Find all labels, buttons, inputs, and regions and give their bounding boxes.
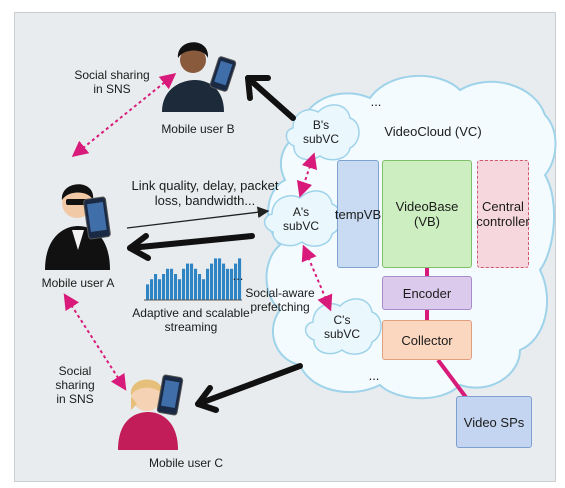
social-arrow-ab	[71, 72, 177, 158]
bandwidth-bar	[186, 263, 190, 300]
mobile-user-b-label: Mobile user B	[161, 122, 235, 136]
bandwidth-bar	[230, 268, 234, 300]
bandwidth-bar	[150, 279, 154, 300]
mobile-user-c-icon	[118, 374, 184, 450]
bandwidth-bar	[146, 284, 150, 300]
encoder-box: Encoder	[382, 276, 472, 310]
stream-arrow-b	[245, 75, 296, 121]
collector-box: Collector	[382, 320, 472, 360]
collector-videosps-link	[436, 358, 470, 402]
central-controller-box: Central controller	[476, 160, 530, 268]
video-sps-box: Video SPs	[456, 396, 532, 448]
videocloud-label: VideoCloud (VC)	[384, 124, 482, 139]
bandwidth-bar	[162, 274, 166, 300]
social-prefetching-label: Social-aware prefetching	[245, 286, 315, 314]
mobile-user-c-label: Mobile user C	[148, 456, 224, 470]
mobile-user-a-icon	[45, 184, 111, 270]
bandwidth-bar	[178, 279, 182, 300]
bandwidth-bar	[194, 268, 198, 300]
adaptive-streaming-label: Adaptive and scalable streaming	[132, 306, 250, 334]
ellipsis-bottom: ...	[368, 368, 380, 383]
bandwidth-bar	[154, 274, 158, 300]
bandwidth-bar	[226, 268, 230, 300]
prefetch-arrow-ba	[296, 152, 318, 198]
bandwidth-bar	[218, 258, 222, 300]
bandwidth-bar	[238, 258, 242, 300]
bandwidth-bar	[166, 268, 170, 300]
feedback-arrow	[126, 206, 270, 229]
bandwidth-bar	[234, 263, 238, 300]
bandwidth-bar	[182, 268, 186, 300]
b-subvc-cloud	[285, 104, 360, 161]
bandwidth-bar	[174, 274, 178, 300]
bandwidth-bar	[222, 263, 226, 300]
bandwidth-bar	[158, 279, 162, 300]
bandwidth-bar	[202, 279, 206, 300]
c-subvc-cloud	[304, 298, 382, 355]
ellipsis-mid: ...	[232, 268, 244, 283]
bandwidth-bar	[190, 263, 194, 300]
videobase-box: VideoBase (VB)	[382, 160, 472, 268]
a-subvc-cloud	[263, 190, 342, 247]
tempvb-box: tempVB	[335, 160, 381, 268]
social-sharing-label-bottom: Social sharing in SNS	[55, 364, 95, 406]
mobile-user-a-label: Mobile user A	[41, 276, 115, 290]
a-subvc-label: A's subVC	[282, 205, 320, 233]
bandwidth-bar	[170, 268, 174, 300]
mobile-user-b-icon	[162, 42, 237, 112]
social-sharing-label-top: Social sharing in SNS	[74, 68, 150, 96]
c-subvc-label: C's subVC	[323, 313, 361, 341]
stream-arrow-a	[127, 233, 255, 261]
social-arrow-ac	[63, 293, 127, 391]
bandwidth-bar	[206, 268, 210, 300]
bandwidth-bar	[198, 274, 202, 300]
stream-arrow-c	[195, 363, 303, 413]
link-quality-label: Link quality, delay, packet loss, bandwi…	[131, 178, 279, 208]
ellipsis-top: ...	[370, 94, 382, 109]
bandwidth-bars	[144, 258, 242, 301]
b-subvc-label: B's subVC	[302, 118, 340, 146]
bandwidth-bar	[210, 263, 214, 300]
bandwidth-bar	[214, 258, 218, 300]
